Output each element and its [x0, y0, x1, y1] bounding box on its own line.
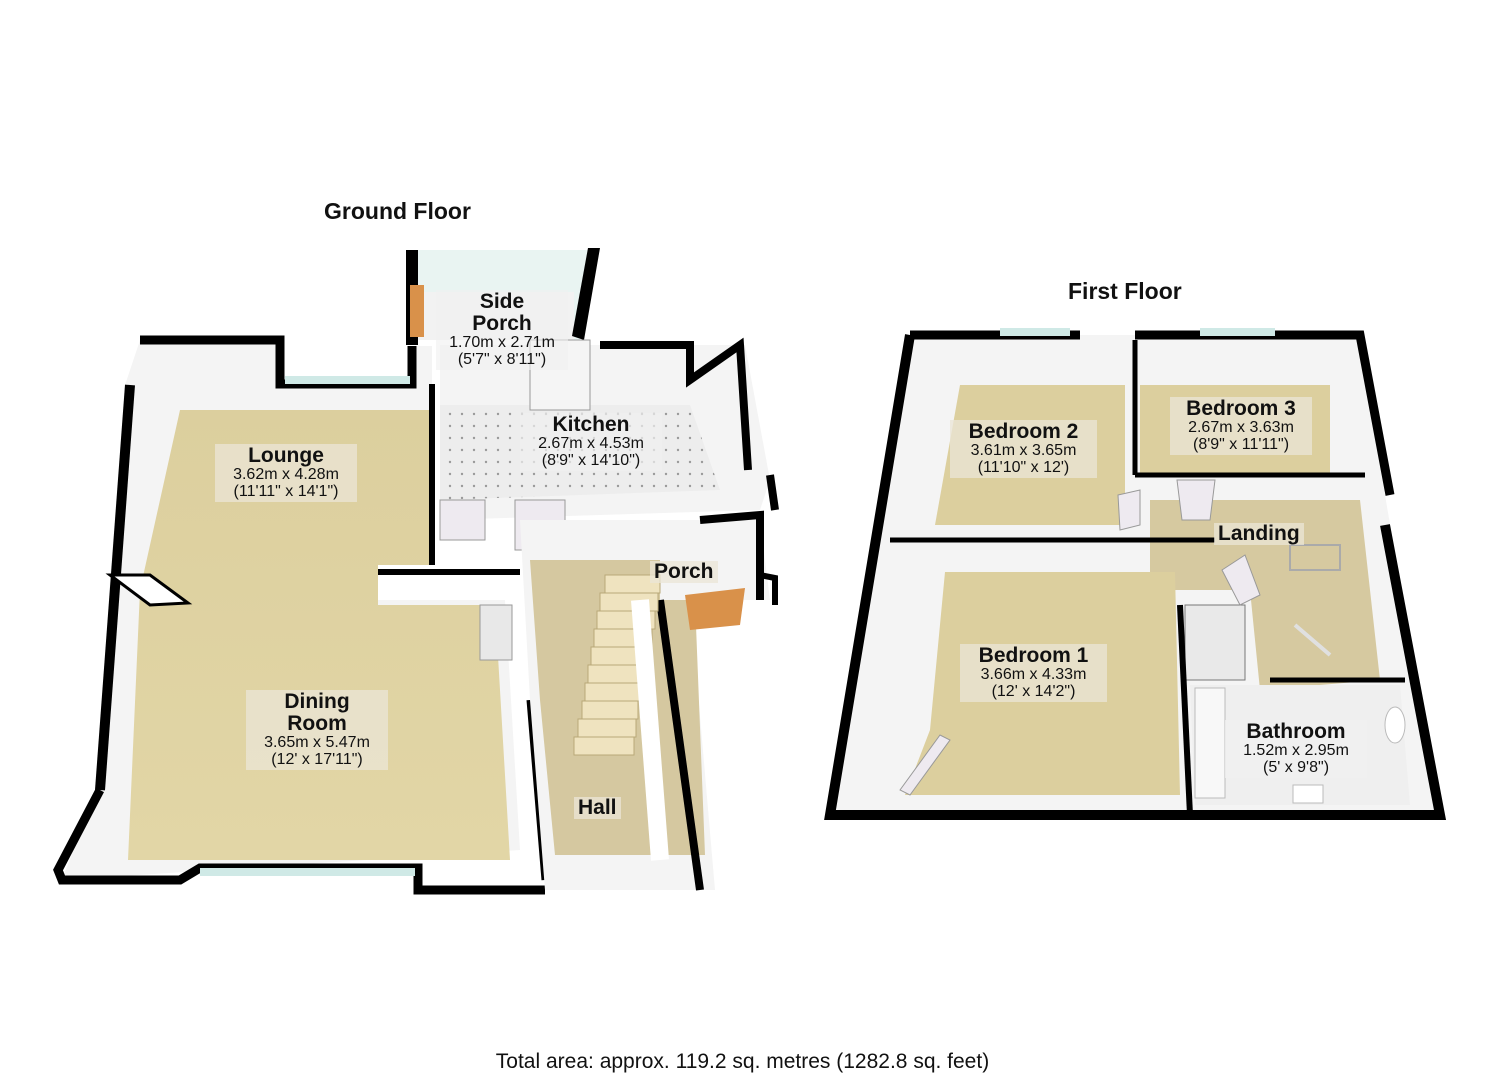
room-label-landing: Landing — [1214, 522, 1304, 546]
bath-icon — [1194, 687, 1226, 799]
radiator-icon — [1289, 544, 1341, 571]
room-name: Landing — [1218, 522, 1300, 545]
room-dimensions-imperial: (5' x 9'8") — [1262, 758, 1330, 776]
room-dimensions-metric: 2.67m x 3.63m — [1188, 419, 1294, 437]
room-name: Bedroom 1 — [978, 644, 1089, 667]
room-dimensions-imperial: (12' x 14'2") — [991, 682, 1076, 700]
bedroom2-door-icon — [1117, 489, 1141, 531]
room-dimensions-metric: 3.65m x 5.47m — [264, 734, 370, 752]
room-label-porch: Porch — [650, 560, 718, 584]
room-name: Bedroom 3 — [1186, 397, 1296, 420]
kitchen-door-icon — [439, 499, 486, 541]
room-label-dining-room: Dining Room 3.65m x 5.47m (12' x 17'11") — [246, 690, 388, 770]
total-area-caption: Total area: approx. 119.2 sq. metres (12… — [495, 1050, 990, 1073]
room-dimensions-metric: 1.70m x 2.71m — [449, 334, 555, 352]
sink-icon — [1384, 706, 1406, 744]
dining-door-icon — [479, 604, 513, 661]
room-name: Bedroom 2 — [968, 420, 1079, 443]
room-label-bedroom-3: Bedroom 3 2.67m x 3.63m (8'9" x 11'11") — [1170, 397, 1312, 455]
room-name: Lounge — [248, 444, 324, 467]
room-label-lounge: Lounge 3.62m x 4.28m (11'11" x 14'1") — [215, 444, 357, 502]
toilet-icon — [1292, 784, 1324, 804]
room-dimensions-metric: 2.67m x 4.53m — [538, 435, 644, 453]
room-dimensions-imperial: (11'10" x 12') — [977, 458, 1070, 476]
room-dimensions-metric: 3.66m x 4.33m — [980, 666, 1087, 684]
room-dimensions-imperial: (11'11" x 14'1") — [233, 482, 339, 500]
room-name: Room — [287, 712, 347, 736]
room-dimensions-imperial: (8'9" x 14'10") — [541, 451, 641, 469]
room-dimensions-imperial: (8'9" x 11'11") — [1192, 435, 1290, 453]
room-name: Side — [479, 290, 525, 313]
room-dimensions-metric: 3.61m x 3.65m — [970, 442, 1077, 460]
first-floor-title: First Floor — [1068, 278, 1182, 304]
hall-area — [520, 510, 778, 891]
ground-floor-title: Ground Floor — [324, 198, 471, 224]
front-door-icon — [685, 588, 745, 630]
room-label-bathroom: Bathroom 1.52m x 2.95m (5' x 9'8") — [1225, 720, 1367, 778]
bathroom-door-icon — [1293, 623, 1332, 657]
room-label-bedroom-1: Bedroom 1 3.66m x 4.33m (12' x 14'2") — [960, 644, 1107, 702]
side-porch-door-icon — [410, 285, 424, 337]
room-name: Dining — [284, 690, 350, 713]
room-label-bedroom-2: Bedroom 2 3.61m x 3.65m (11'10" x 12') — [950, 420, 1097, 478]
bedroom3-door-icon — [1176, 479, 1216, 521]
lounge-dining-area — [53, 335, 549, 895]
wardrobe-door-icon — [899, 734, 951, 796]
room-name: Hall — [578, 796, 617, 819]
room-name: Porch — [472, 312, 532, 336]
room-dimensions-metric: 1.52m x 2.95m — [1243, 742, 1349, 760]
room-name: Porch — [654, 560, 714, 583]
room-label-hall: Hall — [574, 796, 621, 820]
room-dimensions-imperial: (5'7" x 8'11") — [457, 350, 547, 368]
room-name: Bathroom — [1246, 720, 1346, 743]
shower-icon — [1184, 604, 1246, 681]
room-dimensions-metric: 3.62m x 4.28m — [233, 466, 339, 484]
room-label-kitchen: Kitchen 2.67m x 4.53m (8'9" x 14'10") — [520, 413, 662, 471]
staircase-icon — [573, 574, 661, 756]
room-label-side-porch: Side Porch 1.70m x 2.71m (5'7" x 8'11") — [436, 290, 568, 370]
room-dimensions-imperial: (12' x 17'11") — [271, 750, 363, 768]
bedroom1-door-icon — [1221, 554, 1261, 606]
room-name: Kitchen — [552, 413, 630, 436]
